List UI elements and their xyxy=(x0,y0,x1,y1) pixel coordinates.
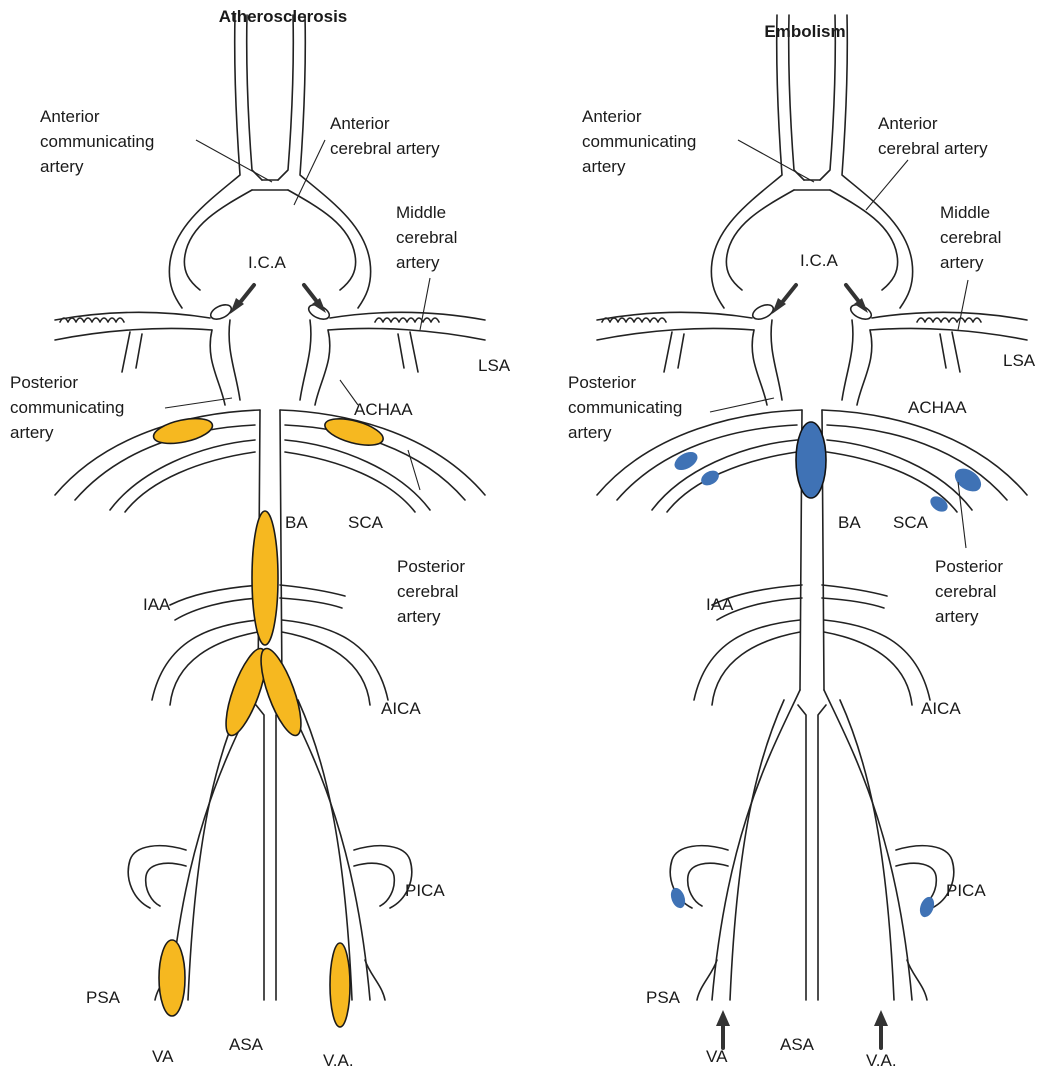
panel-atherosclerosis: Atherosclerosis Anterior com xyxy=(10,7,511,1070)
label-ica: I.C.A xyxy=(800,251,838,270)
label-va-right: V.A. xyxy=(866,1051,897,1070)
label-pcom: Posterior communicating artery xyxy=(568,373,687,442)
label-mca: Middle cerebral artery xyxy=(396,203,462,272)
label-sca: SCA xyxy=(348,513,384,532)
ica-arrow-left xyxy=(772,285,796,314)
label-pca: Posterior cerebral artery xyxy=(935,557,1008,626)
embolus-left-sca xyxy=(699,468,721,487)
label-psa: PSA xyxy=(86,988,121,1007)
label-achaa: ACHAA xyxy=(354,400,413,419)
label-acom: Anterior communicating artery xyxy=(582,107,701,176)
label-pica: PICA xyxy=(405,881,445,900)
label-ba: BA xyxy=(838,513,861,532)
label-pcom: Posterior communicating artery xyxy=(10,373,129,442)
vessel-tree xyxy=(55,15,485,1000)
label-psa: PSA xyxy=(646,988,681,1007)
label-va-left: VA xyxy=(706,1047,728,1066)
va-flow-arrow-right xyxy=(874,1010,888,1048)
label-aca: Anterior cerebral artery xyxy=(330,114,440,158)
label-asa: ASA xyxy=(780,1035,815,1054)
panel-title: Atherosclerosis xyxy=(219,7,348,26)
label-mca: Middle cerebral artery xyxy=(940,203,1006,272)
embolus-basilar-top xyxy=(796,422,826,498)
label-acom: Anterior communicating artery xyxy=(40,107,159,176)
plaque-left-va xyxy=(159,940,185,1016)
label-aica: AICA xyxy=(381,699,421,718)
embolus-right-sca xyxy=(928,494,950,514)
ica-arrow-right xyxy=(304,285,326,313)
label-pica: PICA xyxy=(946,881,986,900)
va-flow-arrow-left xyxy=(716,1010,730,1048)
label-ica: I.C.A xyxy=(248,253,286,272)
label-va-left: VA xyxy=(152,1047,174,1066)
label-aica: AICA xyxy=(921,699,961,718)
label-aca: Anterior cerebral artery xyxy=(878,114,988,158)
plaque-right-va xyxy=(330,943,350,1027)
label-va-right: V.A. xyxy=(323,1051,354,1070)
embolus-left-pica xyxy=(669,887,687,910)
label-lsa: LSA xyxy=(1003,351,1036,370)
label-lsa: LSA xyxy=(478,356,511,375)
label-sca: SCA xyxy=(893,513,929,532)
embolus-left-pca xyxy=(672,449,700,473)
plaque-left-pca xyxy=(151,414,214,448)
vessel-tree xyxy=(597,15,1027,1000)
label-iaa: IAA xyxy=(143,595,171,614)
ica-arrow-right xyxy=(846,285,868,313)
embolus-right-pica xyxy=(918,896,936,919)
label-ba: BA xyxy=(285,513,308,532)
label-pca: Posterior cerebral artery xyxy=(397,557,470,626)
label-asa: ASA xyxy=(229,1035,264,1054)
label-iaa: IAA xyxy=(706,595,734,614)
panel-embolism: Embolism xyxy=(568,15,1036,1070)
label-achaa: ACHAA xyxy=(908,398,967,417)
plaque-basilar xyxy=(252,511,278,645)
embolus-right-pca xyxy=(951,465,984,496)
ica-arrow-left xyxy=(230,285,254,314)
